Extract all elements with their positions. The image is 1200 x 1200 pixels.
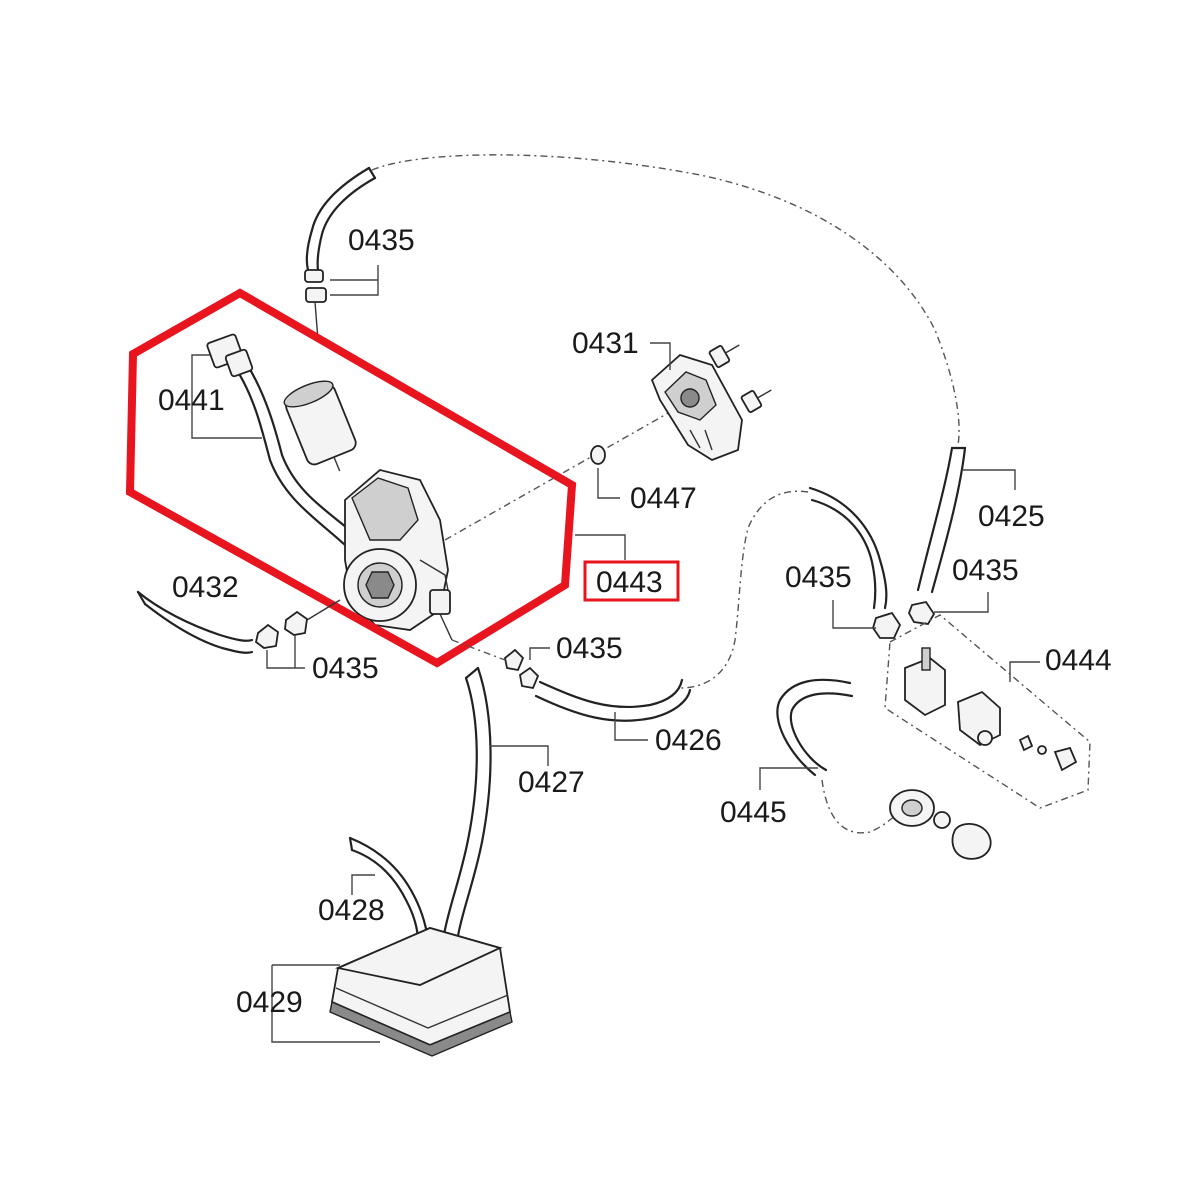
pump-assembly[interactable] bbox=[206, 333, 453, 641]
leader-0428 bbox=[351, 874, 375, 895]
dashed-line-pump-to-0431 bbox=[444, 411, 671, 541]
leader-0443 bbox=[575, 534, 626, 560]
label-0447: 0447 bbox=[630, 482, 697, 515]
part-fitting-0445[interactable] bbox=[889, 789, 992, 860]
leader-0444 bbox=[1009, 661, 1040, 682]
label-0429: 0429 bbox=[236, 986, 303, 1019]
hose-0426[interactable] bbox=[534, 678, 692, 722]
part-group-box-0444 bbox=[884, 614, 1091, 809]
part-bracket-0431[interactable] bbox=[650, 337, 776, 462]
label-0443[interactable]: 0443 bbox=[596, 566, 663, 599]
label-0425: 0425 bbox=[978, 500, 1045, 533]
label-0435-right-b: 0435 bbox=[952, 554, 1019, 587]
hose-clamp-right-a[interactable] bbox=[872, 611, 902, 639]
part-tank-0429[interactable] bbox=[329, 927, 513, 1057]
label-0435-top: 0435 bbox=[348, 224, 415, 257]
hose-0427[interactable] bbox=[442, 666, 492, 938]
hose-clamp-mid-left[interactable] bbox=[254, 599, 341, 649]
dashed-hose-route-top bbox=[371, 154, 960, 446]
leader-0431 bbox=[650, 342, 671, 370]
label-0441: 0441 bbox=[158, 384, 225, 417]
label-0426: 0426 bbox=[655, 724, 722, 757]
part-valve-0444[interactable] bbox=[904, 647, 1078, 772]
hose-clamp-right-b[interactable] bbox=[908, 600, 936, 625]
label-0435-mid-left: 0435 bbox=[312, 652, 379, 685]
hose-0428[interactable] bbox=[348, 836, 430, 944]
hose-0435-right-a[interactable] bbox=[808, 486, 888, 610]
leader-0435-right-a bbox=[832, 600, 876, 629]
highlight-region-0443 bbox=[125, 288, 577, 668]
label-0445: 0445 bbox=[720, 796, 787, 829]
label-0427: 0427 bbox=[518, 766, 585, 799]
part-oring-0447[interactable] bbox=[590, 445, 606, 465]
hose-0425[interactable] bbox=[916, 446, 967, 594]
leader-0441 bbox=[191, 354, 262, 439]
dashed-hose-route-0445 bbox=[821, 779, 906, 834]
hose-clamp-top bbox=[304, 269, 327, 341]
leader-0429 bbox=[271, 964, 380, 1043]
leader-0435-top bbox=[330, 265, 379, 296]
label-0431: 0431 bbox=[572, 327, 639, 360]
leader-0426 bbox=[614, 712, 648, 741]
hose-0445[interactable] bbox=[776, 678, 854, 777]
leader-0447 bbox=[597, 468, 620, 499]
leader-0435-right-b bbox=[934, 592, 989, 613]
hose-top-left bbox=[305, 166, 377, 272]
leader-0427 bbox=[490, 745, 549, 766]
label-0444: 0444 bbox=[1045, 644, 1112, 677]
dashed-hose-route-center bbox=[679, 490, 809, 689]
hose-0432[interactable] bbox=[136, 590, 254, 654]
label-0432: 0432 bbox=[172, 571, 239, 604]
hose-clamp-center[interactable] bbox=[451, 639, 540, 690]
leader-0435-center bbox=[529, 647, 550, 660]
leader-0445 bbox=[759, 767, 818, 790]
label-0435-center: 0435 bbox=[556, 632, 623, 665]
highlight-box-0443 bbox=[583, 560, 680, 602]
leader-0425 bbox=[962, 469, 1016, 490]
label-0435-right-a: 0435 bbox=[785, 561, 852, 594]
label-0428: 0428 bbox=[318, 894, 385, 927]
leader-0435-mid-left bbox=[266, 635, 305, 669]
